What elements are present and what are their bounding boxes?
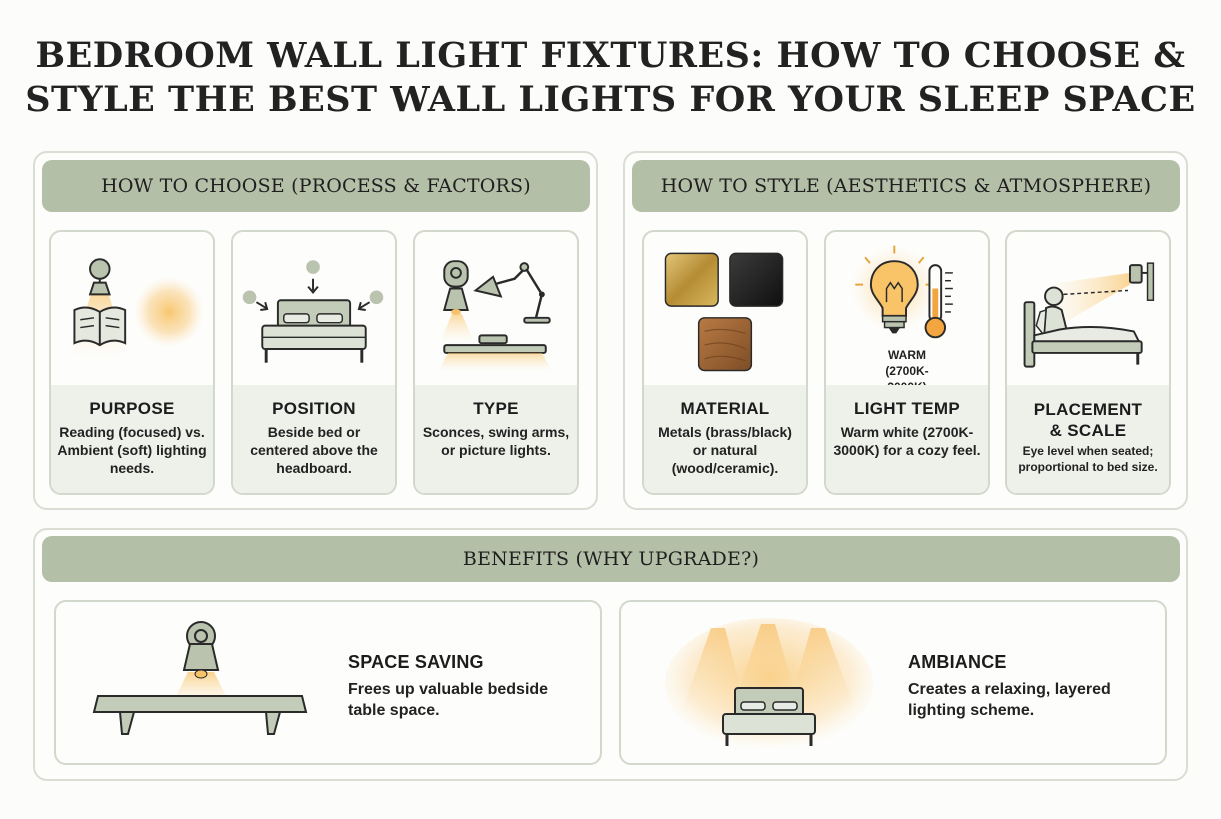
card-light-temp-title: LIGHT TEMP	[854, 399, 960, 418]
card-material: MATERIAL Metals (brass/black) or natural…	[642, 230, 808, 495]
card-position-title: POSITION	[272, 399, 356, 418]
wall-sconce-shelf-icon	[92, 621, 308, 735]
benefit-space-saving: SPACE SAVING Frees up valuable bedside t…	[54, 600, 602, 765]
card-light-temp: WARM (2700K-3000K) LIGHT TEMP Warm white…	[824, 230, 990, 495]
card-material-desc: Metals (brass/black) or natural (wood/ce…	[658, 424, 792, 476]
card-type-caption: TYPE Sconces, swing arms, or picture lig…	[415, 385, 577, 493]
bed-ambient-light-icon	[665, 618, 873, 750]
seated-person-icon	[1023, 262, 1155, 368]
card-material-title: MATERIAL	[680, 399, 770, 418]
bed-position-icon	[242, 260, 384, 363]
benefit-ambiance: AMBIANCE Creates a relaxing, layered lig…	[619, 600, 1167, 765]
card-placement-desc: Eye level when seated; proportional to b…	[1018, 444, 1158, 474]
card-light-temp-desc: Warm white (2700K-3000K) for a cozy feel…	[833, 424, 981, 458]
style-heading: HOW TO STYLE (AESTHETICS & ATMOSPHERE)	[632, 160, 1180, 212]
card-type-desc: Sconces, swing arms, or picture lights.	[422, 424, 570, 458]
card-type: TYPE Sconces, swing arms, or picture lig…	[413, 230, 579, 495]
material-swatches-icon	[664, 252, 784, 372]
benefit-ambiance-title: AMBIANCE	[908, 652, 1007, 672]
card-purpose-title: PURPOSE	[89, 399, 175, 418]
benefit-ambiance-desc: Creates a relaxing, layered lighting sch…	[908, 681, 1111, 719]
benefit-space-saving-text: SPACE SAVING Frees up valuable bedside t…	[348, 652, 588, 721]
benefits-heading: BENEFITS (WHY UPGRADE?)	[42, 536, 1180, 582]
page-title: BEDROOM WALL LIGHT FIXTURES: HOW TO CHOO…	[0, 34, 1221, 122]
page-title-line-1: BEDROOM WALL LIGHT FIXTURES: HOW TO CHOO…	[35, 35, 1186, 76]
card-placement-caption: PLACEMENT & SCALE Eye level when seated;…	[1007, 385, 1169, 493]
card-light-temp-caption: LIGHT TEMP Warm white (2700K-3000K) for …	[826, 385, 988, 493]
benefit-space-saving-title: SPACE SAVING	[348, 652, 484, 672]
page-title-line-2: STYLE THE BEST WALL LIGHTS FOR YOUR SLEE…	[25, 79, 1196, 120]
card-material-caption: MATERIAL Metals (brass/black) or natural…	[644, 385, 806, 493]
card-position-caption: POSITION Beside bed or centered above th…	[233, 385, 395, 493]
card-position-desc: Beside bed or centered above the headboa…	[250, 424, 378, 476]
benefit-space-saving-desc: Frees up valuable bedside table space.	[348, 681, 549, 719]
reading-light-icon	[72, 258, 205, 356]
card-purpose-desc: Reading (focused) vs. Ambient (soft) lig…	[57, 424, 207, 476]
card-type-title: TYPE	[473, 399, 519, 418]
card-position: POSITION Beside bed or centered above th…	[231, 230, 397, 495]
bulb-thermometer-icon	[851, 245, 953, 339]
card-purpose-caption: PURPOSE Reading (focused) vs. Ambient (s…	[51, 385, 213, 493]
lamp-types-icon	[438, 260, 552, 371]
choose-heading: HOW TO CHOOSE (PROCESS & FACTORS)	[42, 160, 590, 212]
benefit-ambiance-text: AMBIANCE Creates a relaxing, layered lig…	[908, 652, 1148, 721]
card-purpose: PURPOSE Reading (focused) vs. Ambient (s…	[49, 230, 215, 495]
card-placement-title: PLACEMENT & SCALE	[1033, 400, 1143, 440]
card-placement: PLACEMENT & SCALE Eye level when seated;…	[1005, 230, 1171, 495]
